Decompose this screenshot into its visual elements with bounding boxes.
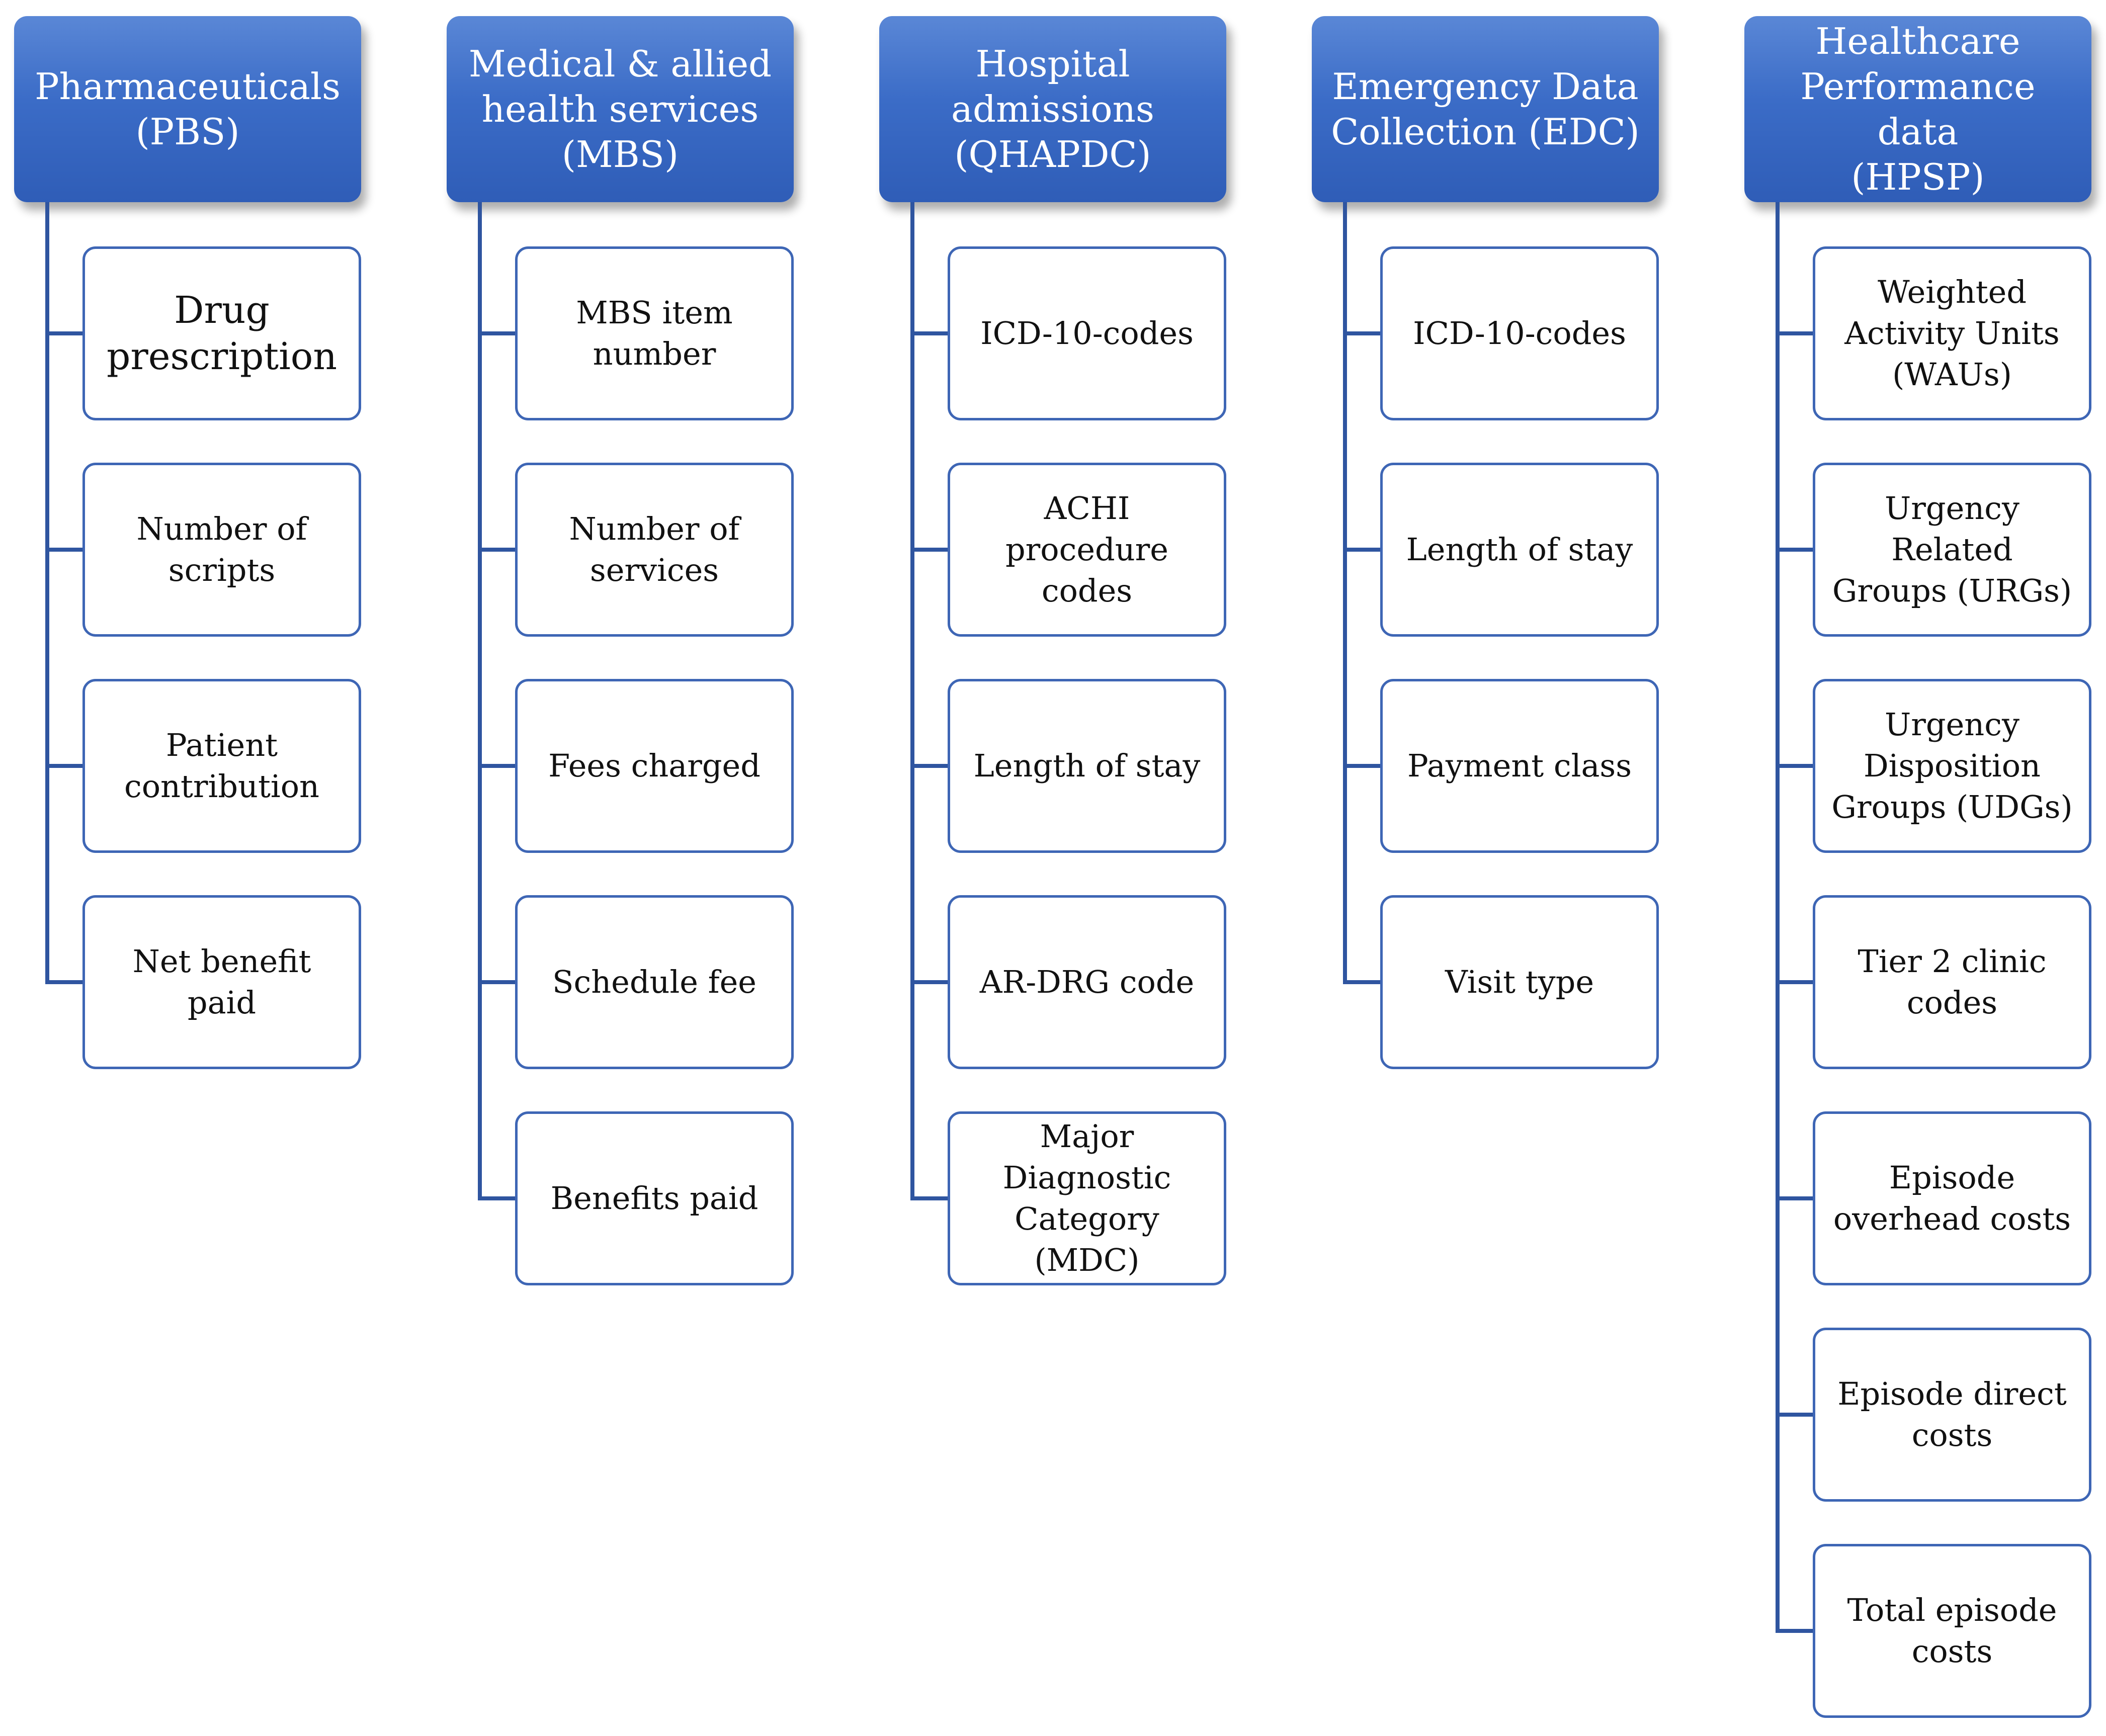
column-edc: Emergency Data Collection (EDC) ICD-10-co…	[1312, 0, 1664, 1736]
data-item-label: Net benefit paid	[132, 943, 311, 1021]
connector-branch	[478, 764, 549, 768]
data-item-box: Fees charged	[515, 679, 794, 853]
data-item-label: Urgency Related Groups (URGs)	[1832, 490, 2072, 609]
connector-branch	[1776, 764, 1847, 768]
data-item-box: ICD-10-codes	[948, 246, 1226, 420]
connector-branch	[45, 331, 117, 335]
data-item-box: Major Diagnostic Category (MDC)	[948, 1111, 1226, 1285]
connector-trunk	[1776, 202, 1780, 1633]
connector-trunk	[45, 202, 49, 984]
connector-branch	[478, 1196, 549, 1200]
data-item-box: Urgency Disposition Groups (UDGs)	[1813, 679, 2091, 853]
data-item-label: Weighted Activity Units (WAUs)	[1844, 274, 2060, 393]
header-label: Healthcare Performance data (HPSP)	[1800, 20, 2036, 198]
header-qhapdc: Hospital admissions (QHAPDC)	[879, 16, 1226, 202]
header-mbs: Medical & allied health services (MBS)	[447, 16, 794, 202]
data-item-label: ACHI procedure codes	[1005, 490, 1169, 609]
data-item-box: Number of services	[515, 463, 794, 637]
header-hpsp: Healthcare Performance data (HPSP)	[1744, 16, 2091, 202]
connector-branch	[910, 1196, 982, 1200]
data-item-label: Number of scripts	[136, 510, 307, 588]
data-item-label: Length of stay	[1406, 531, 1633, 568]
data-item-label: Patient contribution	[124, 727, 319, 805]
data-item-label: Tier 2 clinic codes	[1858, 943, 2047, 1021]
data-item-box: Drug prescription	[82, 246, 361, 420]
data-item-box: Benefits paid	[515, 1111, 794, 1285]
data-item-label: Total episode costs	[1847, 1592, 2057, 1670]
connector-branch	[1776, 1196, 1847, 1200]
data-item-label: Payment class	[1407, 747, 1632, 784]
data-item-box: Urgency Related Groups (URGs)	[1813, 463, 2091, 637]
data-item-box: Patient contribution	[82, 679, 361, 853]
connector-branch	[45, 980, 117, 984]
data-item-label: ICD-10-codes	[1413, 315, 1626, 352]
header-label: Pharmaceuticals (PBS)	[35, 65, 341, 153]
connector-branch	[1343, 980, 1414, 984]
data-item-label: Number of services	[569, 510, 740, 588]
header-edc: Emergency Data Collection (EDC)	[1312, 16, 1659, 202]
connector-branch	[1776, 331, 1847, 335]
connector-branch	[910, 980, 982, 984]
connector-branch	[910, 331, 982, 335]
data-item-box: ACHI procedure codes	[948, 463, 1226, 637]
connector-branch	[1776, 548, 1847, 552]
data-item-box: Payment class	[1380, 679, 1659, 853]
connector-branch	[1343, 331, 1414, 335]
header-pbs: Pharmaceuticals (PBS)	[14, 16, 361, 202]
column-mbs: Medical & allied health services (MBS) MB…	[447, 0, 799, 1736]
data-item-label: AR-DRG code	[979, 964, 1195, 1000]
data-item-label: ICD-10-codes	[980, 315, 1194, 352]
connector-branch	[1343, 764, 1414, 768]
connector-trunk	[910, 202, 914, 1200]
data-item-box: Schedule fee	[515, 895, 794, 1069]
data-item-label: Fees charged	[548, 747, 761, 784]
connector-branch	[45, 548, 117, 552]
data-item-box: Episode overhead costs	[1813, 1111, 2091, 1285]
connector-branch	[910, 548, 982, 552]
data-item-label: Episode overhead costs	[1833, 1159, 2071, 1237]
data-item-label: MBS item number	[576, 294, 733, 372]
data-item-label: Visit type	[1445, 964, 1594, 1000]
data-item-box: Length of stay	[948, 679, 1226, 853]
connector-branch	[1776, 1629, 1847, 1633]
data-item-label: Major Diagnostic Category (MDC)	[1002, 1118, 1171, 1278]
column-hpsp: Healthcare Performance data (HPSP) Weight…	[1744, 0, 2096, 1736]
header-label: Medical & allied health services (MBS)	[468, 43, 772, 176]
data-item-box: Total episode costs	[1813, 1544, 2091, 1718]
data-item-label: Schedule fee	[552, 964, 756, 1000]
data-item-box: Length of stay	[1380, 463, 1659, 637]
header-label: Hospital admissions (QHAPDC)	[951, 43, 1154, 176]
data-item-box: ICD-10-codes	[1380, 246, 1659, 420]
data-item-label: Drug prescription	[107, 289, 337, 378]
data-item-box: Tier 2 clinic codes	[1813, 895, 2091, 1069]
data-item-box: Weighted Activity Units (WAUs)	[1813, 246, 2091, 420]
connector-branch	[45, 764, 117, 768]
connector-branch	[478, 980, 549, 984]
connector-branch	[910, 764, 982, 768]
connector-branch	[1343, 548, 1414, 552]
data-item-box: Visit type	[1380, 895, 1659, 1069]
data-item-box: Episode direct costs	[1813, 1328, 2091, 1502]
data-item-box: Number of scripts	[82, 463, 361, 637]
header-label: Emergency Data Collection (EDC)	[1331, 65, 1640, 153]
data-item-label: Episode direct costs	[1837, 1375, 2067, 1453]
connector-branch	[478, 548, 549, 552]
column-qhapdc: Hospital admissions (QHAPDC) ICD-10-codes…	[879, 0, 1231, 1736]
connector-branch	[1776, 1413, 1847, 1417]
connector-branch	[478, 331, 549, 335]
connector-branch	[1776, 980, 1847, 984]
connector-trunk	[1343, 202, 1347, 984]
data-item-label: Urgency Disposition Groups (UDGs)	[1831, 706, 2073, 825]
connector-trunk	[478, 202, 482, 1200]
data-item-box: Net benefit paid	[82, 895, 361, 1069]
data-item-label: Length of stay	[973, 747, 1201, 784]
data-item-box: AR-DRG code	[948, 895, 1226, 1069]
data-item-label: Benefits paid	[550, 1180, 759, 1217]
data-item-box: MBS item number	[515, 246, 794, 420]
